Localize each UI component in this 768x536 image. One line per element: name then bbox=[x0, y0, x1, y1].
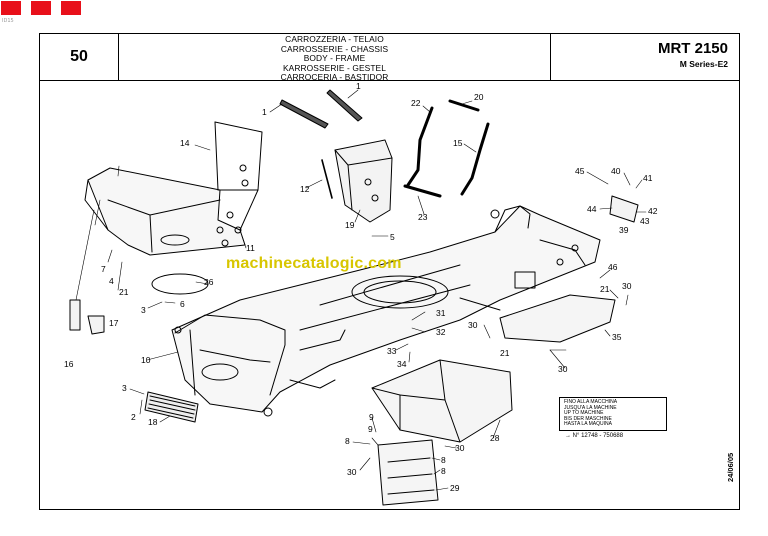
callout-46: 46 bbox=[608, 262, 618, 272]
callout-8a: 8 bbox=[345, 436, 350, 446]
tank-28 bbox=[371, 359, 513, 443]
rod-12 bbox=[321, 159, 333, 199]
callout-16: 16 bbox=[64, 359, 74, 369]
callout-40: 40 bbox=[611, 166, 621, 176]
note-line-en: UP TO MACHINE bbox=[564, 410, 604, 417]
leader-lines bbox=[75, 89, 647, 491]
page-header: 50 CARROZZERIA - TELAIO CARROSSERIE - CH… bbox=[40, 34, 740, 83]
rear-body-shell bbox=[84, 121, 263, 256]
plate-39 bbox=[609, 195, 639, 223]
brand-red-block-1 bbox=[1, 1, 21, 15]
callout-17: 17 bbox=[109, 318, 119, 328]
callout-30d: 30 bbox=[455, 443, 465, 453]
callout-3b: 3 bbox=[122, 383, 127, 393]
callout-41: 41 bbox=[643, 173, 653, 183]
callout-11: 11 bbox=[246, 243, 255, 253]
strip-23 bbox=[403, 184, 442, 198]
callout-32: 32 bbox=[436, 327, 446, 337]
strip-1b bbox=[326, 89, 363, 122]
strip-20 bbox=[448, 99, 480, 112]
callout-1b: 1 bbox=[356, 81, 361, 91]
callout-14: 14 bbox=[180, 138, 190, 148]
strip-1a bbox=[279, 99, 329, 129]
note-line-it: FINO ALLA MACCHINA bbox=[564, 399, 618, 405]
callout-30a: 30 bbox=[622, 281, 632, 291]
model-cell: MRT 2150 M Series-E2 bbox=[550, 34, 740, 80]
cover-35 bbox=[499, 294, 616, 343]
steps-29 bbox=[377, 439, 439, 506]
title-es: CARROCERIA - BASTIDOR bbox=[280, 72, 389, 83]
callout-2: 2 bbox=[131, 412, 136, 422]
chassis-frame bbox=[171, 205, 601, 417]
callout-4: 4 bbox=[109, 276, 114, 286]
brand-red-block-2 bbox=[31, 1, 51, 15]
callout-1a: 1 bbox=[262, 107, 267, 117]
callout-44: 44 bbox=[587, 204, 597, 214]
callout-26: 26 bbox=[204, 277, 214, 287]
callout-30b: 30 bbox=[468, 320, 478, 330]
page-number: 50 bbox=[40, 34, 119, 80]
model-name: MRT 2150 bbox=[657, 40, 728, 57]
callout-34: 34 bbox=[397, 359, 407, 369]
callout-20: 20 bbox=[474, 92, 484, 102]
grille-18 bbox=[144, 391, 199, 423]
model-series: M Series-E2 bbox=[679, 59, 728, 69]
callout-22: 22 bbox=[411, 98, 421, 108]
callout-33: 33 bbox=[387, 346, 397, 356]
page-frame: 50 CARROZZERIA - TELAIO CARROSSERIE - CH… bbox=[39, 33, 740, 510]
note-line-de: BIS DER MASCHINE bbox=[564, 415, 612, 422]
handle-22 bbox=[406, 106, 434, 187]
callout-23: 23 bbox=[418, 212, 428, 222]
title-de: KARROSSERIE - GESTEL bbox=[283, 62, 386, 73]
title-it: CARROZZERIA - TELAIO bbox=[285, 34, 384, 44]
callout-31: 31 bbox=[436, 308, 446, 318]
callout-21b: 21 bbox=[600, 284, 610, 294]
callout-21a: 21 bbox=[119, 287, 129, 297]
watermark-text: machinecatalogic.com bbox=[226, 255, 402, 272]
callout-29: 29 bbox=[450, 483, 460, 493]
title-fr: CARROSSERIE - CHASSIS bbox=[280, 43, 389, 54]
title-en: BODY - FRAME bbox=[303, 53, 366, 64]
callout-30c: 30 bbox=[558, 364, 568, 374]
callout-6: 6 bbox=[180, 299, 185, 309]
callout-18: 18 bbox=[148, 417, 158, 427]
callout-45: 45 bbox=[575, 166, 585, 176]
callout-28: 28 bbox=[490, 433, 500, 443]
brand-red-block-3 bbox=[61, 1, 81, 15]
cover-plate-26 bbox=[151, 273, 209, 295]
callout-15: 15 bbox=[453, 138, 463, 148]
callout-21c: 21 bbox=[500, 348, 510, 358]
callout-9a: 9 bbox=[369, 412, 374, 422]
callout-39: 39 bbox=[619, 225, 629, 235]
clip-17 bbox=[87, 315, 105, 335]
callout-35: 35 bbox=[612, 332, 622, 342]
note-line-es: HASTA LA MAQUINA bbox=[564, 421, 612, 428]
callout-30e: 30 bbox=[347, 467, 357, 477]
support-bracket-19 bbox=[334, 139, 393, 223]
serial-note-box: FINO ALLA MACCHINA JUSQU'A LA MACHINE UP… bbox=[559, 397, 667, 431]
callout-12: 12 bbox=[300, 184, 310, 194]
callout-8b: 8 bbox=[441, 455, 446, 465]
handle-15 bbox=[460, 122, 490, 196]
callout-3a: 3 bbox=[141, 305, 146, 315]
note-line-fr: JUSQU'A LA MACHINE bbox=[564, 404, 617, 411]
revision-date: 24/06/05 bbox=[726, 452, 735, 482]
serial-range: → N° 12748 - 750688 bbox=[565, 433, 624, 439]
callout-5: 5 bbox=[390, 232, 395, 242]
callout-10: 10 bbox=[141, 355, 151, 365]
callout-42: 42 bbox=[648, 206, 658, 216]
bracket-16 bbox=[69, 299, 81, 331]
section-titles: CARROZZERIA - TELAIO CARROSSERIE - CHASS… bbox=[119, 34, 550, 83]
callout-19: 19 bbox=[345, 220, 355, 230]
side-mark: ID15 bbox=[2, 18, 14, 24]
callout-43: 43 bbox=[640, 216, 650, 226]
callout-9b: 9 bbox=[368, 424, 373, 434]
callout-8c: 8 bbox=[441, 466, 446, 476]
callout-7: 7 bbox=[101, 264, 106, 274]
callouts: 1 1 22 20 14 12 15 19 23 5 45 40 41 44 4… bbox=[64, 81, 658, 493]
